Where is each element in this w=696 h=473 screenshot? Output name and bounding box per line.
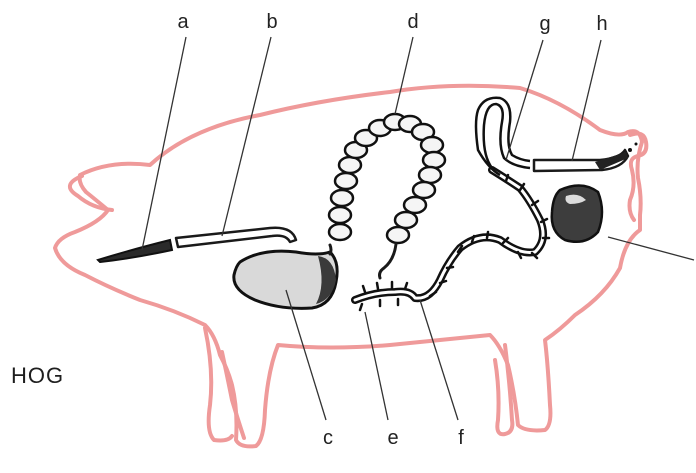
hog-body-outline	[55, 86, 642, 447]
label-e: e	[387, 427, 398, 449]
label-a: a	[177, 11, 189, 33]
label-g: g	[539, 13, 550, 35]
label-b: b	[266, 11, 277, 33]
leader-line-b	[222, 37, 271, 236]
diagram-title: HOG	[11, 363, 64, 388]
leader-line-f	[420, 300, 458, 420]
leader-line-h	[572, 40, 601, 161]
small-intestine-inner	[355, 170, 543, 300]
cecum-organ	[552, 185, 602, 241]
leader-line-g	[506, 40, 543, 160]
esophagus-tube	[176, 228, 296, 247]
tail-marker	[628, 148, 632, 152]
label-c: c	[323, 427, 333, 449]
colon-connector	[330, 244, 396, 278]
tail-marker	[635, 143, 638, 146]
esophagus-organ	[98, 240, 172, 262]
front-leg-outline	[205, 328, 244, 441]
spiral-colon	[329, 114, 445, 243]
hog-ear-outline	[70, 176, 112, 210]
leader-line-d	[395, 37, 413, 114]
leader-line-e	[365, 312, 388, 420]
label-d: d	[407, 11, 418, 33]
label-f: f	[458, 427, 464, 449]
small-intestine	[355, 170, 543, 300]
label-h: h	[596, 13, 607, 35]
